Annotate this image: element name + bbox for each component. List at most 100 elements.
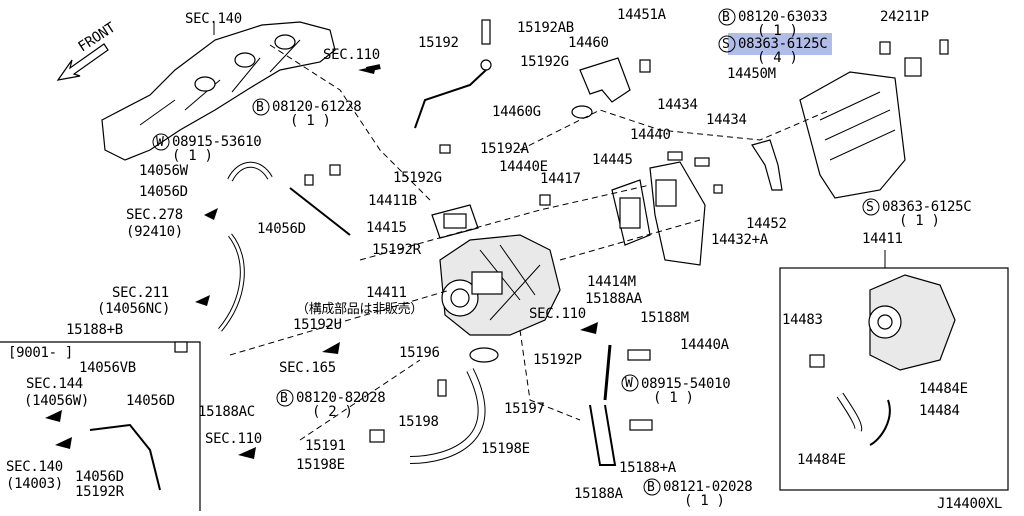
label-14440: 14440 [630,127,671,143]
label-14415: 14415 [366,220,407,236]
bolt-15188M [627,349,651,361]
label-sec278: SEC.278 [126,207,183,223]
heat-insulator-14450M [799,71,906,199]
sec110c-arrow-icon [238,447,256,459]
gasket-14415 [431,204,479,239]
label-08915-54010-qty: ( 1 ) [653,390,694,406]
label-14056W: 14056W [139,163,189,179]
label-15197: 15197 [504,401,545,417]
bolt-08363-top [879,41,891,55]
label-inset-range: [9001- ] [8,345,73,361]
label-14460G: 14460G [492,104,541,120]
label-14056D: 14056D [139,184,188,200]
stud-14434 [667,151,683,161]
symbol-w-08915-53610: W [156,135,164,150]
bolt-15192A [439,144,451,154]
label-14432A: 14432+A [711,232,769,248]
gasket-14460G [571,105,593,119]
label-15192U: 15192U [293,317,342,333]
label-14460: 14460 [568,35,609,51]
label-14056VB: 14056VB [79,360,136,376]
gasket-15196 [469,347,499,363]
label-08120-63033-qty: ( 1 ) [757,23,798,39]
label-15192: 15192 [418,35,459,51]
label-08121-02028: 08121-02028 [663,479,752,495]
label-15188AC: 15188AC [198,404,255,420]
symbol-w-08915-54010: W [625,376,633,391]
label-sec278-ref: (92410) [126,224,183,240]
label-not-sold-note: （構成部品は非販売） [296,301,423,317]
label-sec165: SEC.165 [279,360,336,376]
label-14451A: 14451A [617,7,667,23]
label-15192R-b: 15192R [75,484,125,500]
bolt-08120-82028 [437,379,447,397]
bolt-24211P [939,39,949,55]
label-14417: 14417 [540,171,581,187]
clip-24211P [904,57,922,77]
label-sec211: SEC.211 [112,285,169,301]
label-14484E: 14484E [919,381,968,397]
symbol-s-08363-top: S [722,37,730,52]
sec140-arrow-icon [55,437,72,449]
inset-box-9001 [0,341,201,511]
label-14483: 14483 [782,312,823,328]
clip-15188B [174,341,188,353]
washer-08915 [304,174,314,186]
symbol-s-08363-right: S [866,200,874,215]
sec278-arrow-icon [204,208,218,220]
label-08363-6125C-right: 08363-6125C [882,199,971,215]
sec144-arrow-icon [45,410,62,422]
label-14056D-c: 14056D [126,393,175,409]
bolt-14451A [639,59,651,73]
label-15198E: 15198E [481,441,530,457]
label-08915-53610-qty: ( 1 ) [172,148,213,164]
selected-part-highlight[interactable] [728,33,832,55]
sec211-arrow-icon [195,295,210,306]
symbol-b-08121-02028: B [647,480,655,495]
label-15196: 15196 [399,345,440,361]
label-14452: 14452 [746,216,787,232]
symbol-b-08120-82028: B [280,391,288,406]
label-14450M: 14450M [727,66,776,82]
label-sec110: SEC.110 [323,47,380,63]
label-08121-02028-qty: ( 1 ) [684,493,725,509]
label-14056D-d: 14056D [75,469,124,485]
label-15198: 15198 [398,414,439,430]
label-14484E-b: 14484E [797,452,846,468]
water-tube-15192R [289,187,351,236]
bolt-14417 [539,194,551,206]
sec110b-arrow-icon [580,322,598,334]
bolt-15192AB [481,19,491,45]
label-sec140-b: SEC.140 [6,459,63,475]
bracket-14452 [751,139,783,191]
symbol-b-08120-63033: B [722,10,730,25]
oil-feed-tube-15192 [414,69,487,129]
bolt-08121-02028 [629,419,653,431]
exhaust-manifold [101,21,336,161]
label-sec144-ref: (14056W) [24,393,89,409]
label-sec211-ref: (14056NC) [97,301,170,317]
turbo-inset [868,274,956,371]
label-08915-54010: 08915-54010 [641,376,730,392]
hose-14056VB [89,423,161,491]
label-14411-inset: 14411 [862,231,903,247]
label-sec140: SEC.140 [185,11,242,27]
label-15192AB: 15192AB [517,20,574,36]
label-15192G: 15192G [520,54,569,70]
label-08120-82028-qty: ( 2 ) [312,404,353,420]
label-24211P: 24211P [880,9,929,25]
label-14440E: 14440E [499,159,548,175]
label-08363-6125C-top-qty: ( 4 ) [757,50,798,66]
label-15188AA: 15188AA [585,291,643,307]
sensor-15191 [369,429,385,443]
nut-14432 [713,184,723,194]
label-14411: 14411 [366,285,407,301]
label-15188A-b: 15188A [574,486,624,502]
outlet-flange-14440 [649,161,706,266]
label-15192R: 15192R [372,242,422,258]
symbol-b-08120-61228: B [256,100,264,115]
label-08363-6125C-right-qty: ( 1 ) [899,213,940,229]
label-08363-6125C-top[interactable]: 08363-6125C [738,36,828,52]
